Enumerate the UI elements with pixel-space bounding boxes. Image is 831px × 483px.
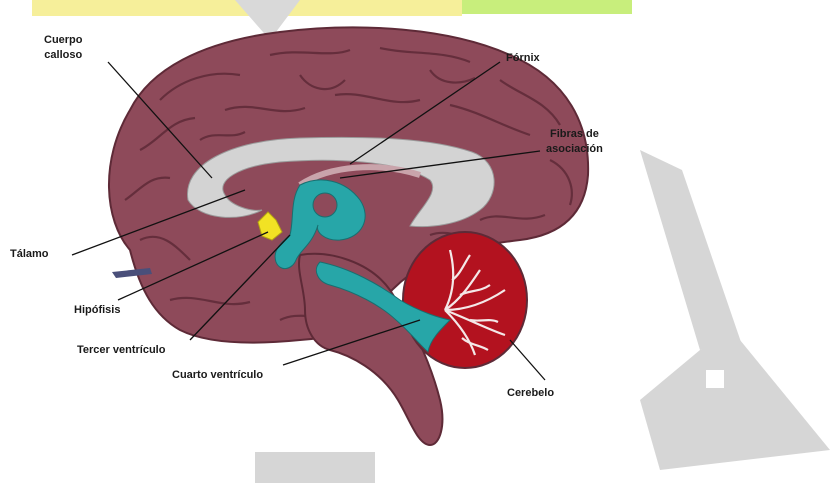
label-hipofisis: Hipófisis: [74, 303, 120, 318]
watermark-green-band: [462, 0, 632, 14]
label-cuarto-ventriculo: Cuarto ventrículo: [172, 368, 263, 383]
leader-cerebelo: [510, 340, 545, 380]
label-cuerpo-calloso-line1: Cuerpo: [44, 33, 83, 48]
cerebellum: [403, 232, 527, 368]
label-cuerpo-calloso: Cuerpo calloso: [44, 33, 83, 63]
label-fornix: Fórnix: [506, 51, 540, 66]
label-cuerpo-calloso-line2: calloso: [44, 48, 83, 63]
label-fibras-asociacion: Fibras de asociación: [546, 127, 603, 157]
cerebellum-outer: [403, 232, 527, 368]
watermark-foot-notch: [706, 370, 724, 388]
watermark-right-foot: [640, 340, 830, 470]
label-fibras-line1: Fibras de: [546, 127, 603, 142]
watermark-bottom-bar: [255, 452, 375, 483]
label-cerebelo: Cerebelo: [507, 386, 554, 401]
label-fibras-line2: asociación: [546, 142, 603, 157]
label-tercer-ventriculo: Tercer ventrículo: [77, 343, 165, 358]
ventricle-foramen: [313, 193, 337, 217]
label-talamo: Tálamo: [10, 247, 49, 262]
watermark-right-stroke: [640, 150, 742, 350]
